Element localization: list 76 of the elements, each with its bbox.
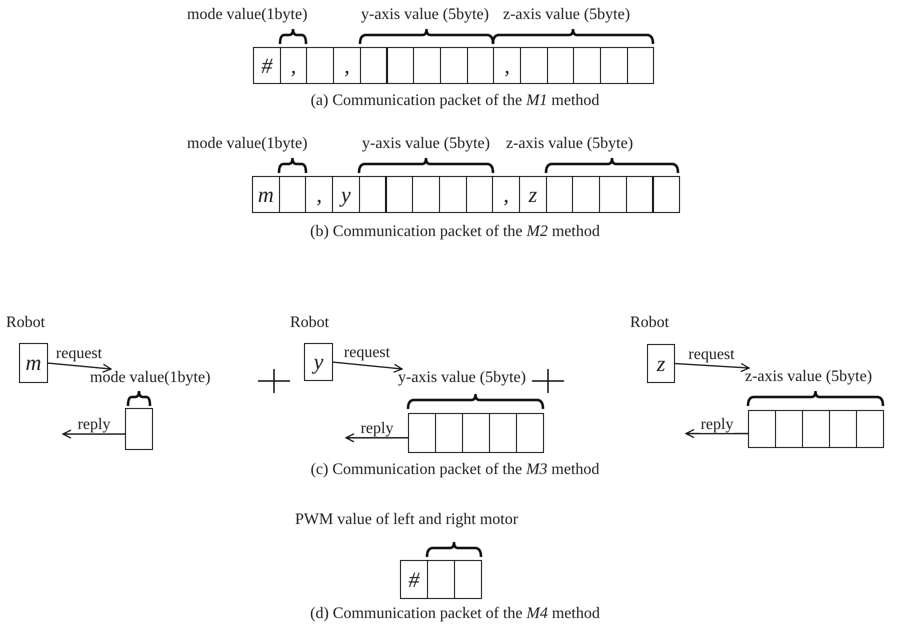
empty-packet-cell: [572, 176, 600, 213]
empty-packet-cell: [462, 413, 490, 453]
edge-label: reply: [76, 417, 112, 434]
empty-packet-cell: [466, 176, 494, 213]
edge-label: request: [54, 346, 104, 362]
arrow: [62, 429, 125, 439]
packet-cell: z: [647, 344, 675, 383]
field-label: Robot: [290, 315, 330, 331]
packet-cell: y: [304, 343, 333, 381]
field-label: y-axis value (5byte): [362, 136, 490, 152]
value-label: y-axis value (5byte): [398, 369, 526, 387]
arrow: [674, 362, 750, 372]
empty-packet-cell: [489, 413, 517, 453]
packet-cell: ,: [305, 176, 334, 213]
empty-packet-cell: [466, 47, 494, 84]
packet-cell: m: [252, 176, 280, 213]
empty-packet-cell: [573, 47, 602, 84]
empty-packet-cell: [278, 176, 306, 213]
empty-packet-cell: [125, 408, 153, 450]
field-label: Robot: [6, 315, 46, 331]
empty-packet-cell: [829, 410, 857, 448]
packet-cell: m: [19, 343, 48, 383]
arrow: [46, 362, 112, 373]
empty-packet-cell: [520, 47, 548, 84]
empty-packet-cell: [360, 47, 388, 84]
empty-packet-cell: [386, 176, 414, 213]
empty-packet-cell: [626, 47, 654, 84]
edge-label: request: [342, 345, 392, 361]
field-label: y-axis value (5byte): [361, 7, 489, 23]
empty-packet-cell: [802, 410, 830, 448]
empty-packet-cell: [408, 413, 436, 453]
arrow: [332, 361, 403, 373]
empty-packet-cell: [412, 176, 440, 213]
packet-cell: #: [400, 560, 428, 599]
empty-packet-cell: [440, 47, 468, 84]
edge-label: reply: [360, 420, 394, 437]
empty-packet-cell: [358, 176, 386, 213]
value-label: mode value(1byte): [90, 369, 210, 387]
field-label: mode value(1byte): [187, 7, 308, 23]
caption: (b) Communication packet of the M2 method: [310, 224, 600, 240]
empty-packet-cell: [306, 47, 334, 84]
empty-packet-cell: [427, 560, 455, 599]
packet-cell: y: [332, 176, 360, 213]
empty-packet-cell: [435, 413, 463, 453]
caption: (d) Communication packet of the M4 method: [310, 606, 600, 622]
packet-cell: z: [519, 176, 547, 213]
packet-cell: ,: [280, 47, 308, 84]
field-label: Robot: [630, 315, 670, 331]
arrow: [345, 433, 408, 442]
empty-packet-cell: [626, 176, 654, 213]
packet-cell: ,: [492, 176, 520, 213]
packet-cell: ,: [333, 47, 361, 84]
field-label: z-axis value (5byte): [503, 7, 630, 23]
empty-packet-cell: [386, 47, 414, 84]
packet-cell: #: [253, 47, 281, 84]
empty-packet-cell: [546, 47, 574, 84]
empty-packet-cell: [856, 410, 884, 448]
field-label: mode value(1byte): [187, 136, 308, 152]
edge-label: reply: [700, 416, 734, 433]
empty-packet-cell: [775, 410, 803, 448]
field-label: z-axis value (5byte): [506, 136, 634, 152]
caption: (c) Communication packet of the M3 method: [310, 462, 600, 478]
caption: (a) Communication packet of the M1 method: [310, 93, 600, 109]
empty-packet-cell: [516, 413, 544, 453]
empty-packet-cell: [454, 560, 482, 599]
packet-cell: ,: [493, 47, 521, 84]
empty-packet-cell: [652, 176, 680, 213]
empty-packet-cell: [413, 47, 441, 84]
value-label: z-axis value (5byte): [745, 368, 872, 386]
empty-packet-cell: [438, 176, 467, 213]
field-label: PWM value of left and right motor: [295, 512, 518, 528]
empty-packet-cell: [748, 410, 776, 448]
empty-packet-cell: [546, 176, 574, 213]
empty-packet-cell: [600, 47, 628, 84]
empty-packet-cell: [599, 176, 627, 213]
arrow: [685, 428, 748, 438]
